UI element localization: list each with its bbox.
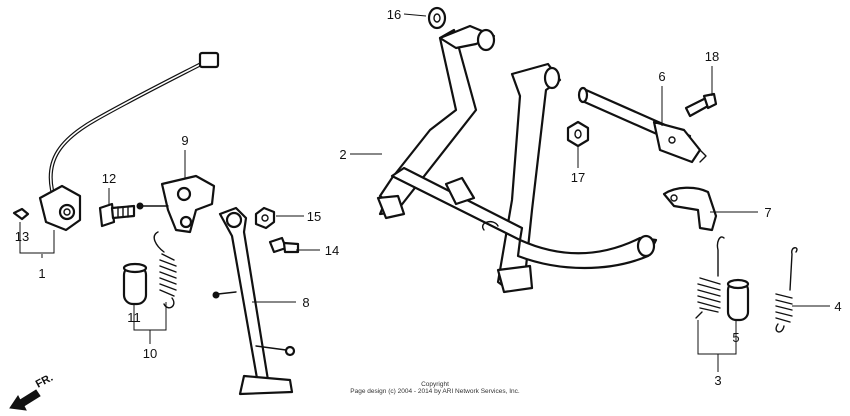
callout-12: 12 [102, 171, 116, 186]
callout-17: 17 [571, 170, 585, 185]
bolt-18 [684, 92, 718, 118]
main-stand [376, 24, 658, 294]
callout-9: 9 [181, 133, 188, 148]
side-stand-bracket [136, 174, 216, 234]
main-stand-spring-4 [775, 247, 798, 333]
pivot-pipe [577, 86, 707, 164]
main-stand-spring-3 [695, 236, 725, 319]
callout-10: 10 [143, 346, 157, 361]
side-stand-switch [12, 51, 220, 232]
callout-15: 15 [307, 209, 321, 224]
callout-numbers: 1 2 3 4 5 6 7 8 9 10 11 12 13 14 15 16 1… [15, 7, 842, 388]
callout-7: 7 [764, 205, 771, 220]
callout-5: 5 [732, 330, 739, 345]
callout-14: 14 [325, 243, 339, 258]
bolt-12 [98, 202, 136, 228]
callout-13: 13 [15, 229, 29, 244]
callout-1: 1 [38, 266, 45, 281]
callout-4: 4 [834, 299, 841, 314]
collar-5 [726, 278, 750, 322]
callout-8: 8 [302, 295, 309, 310]
side-stand-spring-set [122, 231, 177, 309]
callout-16: 16 [387, 7, 401, 22]
nut-17 [566, 120, 590, 148]
callout-2: 2 [339, 147, 346, 162]
bolt-14 [268, 236, 300, 254]
callout-11: 11 [127, 310, 141, 325]
callout-3: 3 [714, 373, 721, 388]
side-stand [212, 206, 296, 396]
stopper-plate [662, 186, 718, 232]
callout-6: 6 [658, 69, 665, 84]
leader-lines [19, 13, 830, 372]
front-direction-label: FR. [34, 372, 55, 391]
copyright-label: Copyright [421, 381, 449, 388]
copyright-notice: Page design (c) 2004 - 2014 by ARI Netwo… [350, 388, 520, 395]
callout-18: 18 [705, 49, 719, 64]
nut-15 [254, 206, 276, 230]
front-direction-arrow-icon: FR. [9, 372, 55, 411]
washer-16 [427, 6, 447, 30]
